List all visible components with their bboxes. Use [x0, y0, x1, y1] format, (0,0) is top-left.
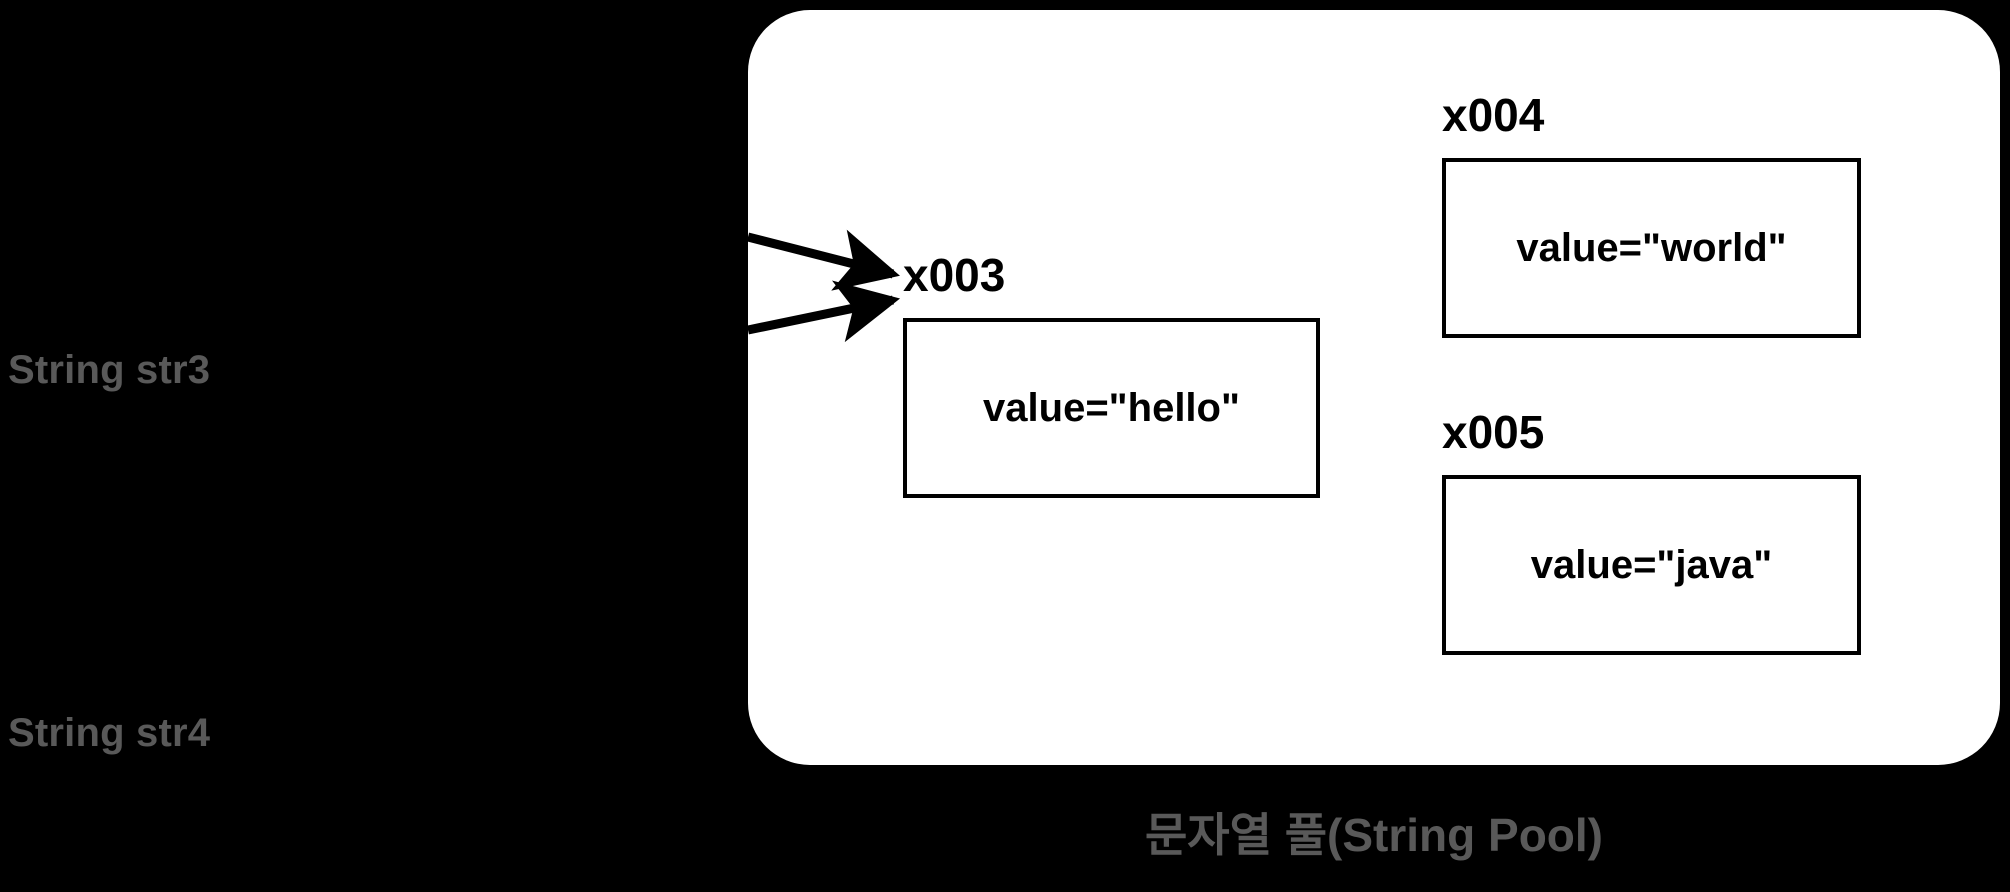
object-id-x004: x004 — [1442, 89, 1545, 141]
variable-label-str4: String str4 — [8, 711, 211, 755]
object-value-x005: value="java" — [1530, 543, 1773, 587]
object-box-x004: value="world" — [1442, 158, 1861, 338]
object-value-x003: value="hello" — [983, 386, 1240, 430]
object-box-x003: value="hello" — [903, 318, 1320, 498]
object-box-x005: value="java" — [1442, 475, 1861, 655]
object-value-x004: value="world" — [1516, 226, 1787, 270]
object-id-x005: x005 — [1442, 406, 1545, 458]
object-id-x003: x003 — [903, 249, 1006, 301]
string-pool-caption: 문자열 풀(String Pool) — [1144, 809, 1603, 861]
variable-label-str3: String str3 — [8, 348, 211, 392]
